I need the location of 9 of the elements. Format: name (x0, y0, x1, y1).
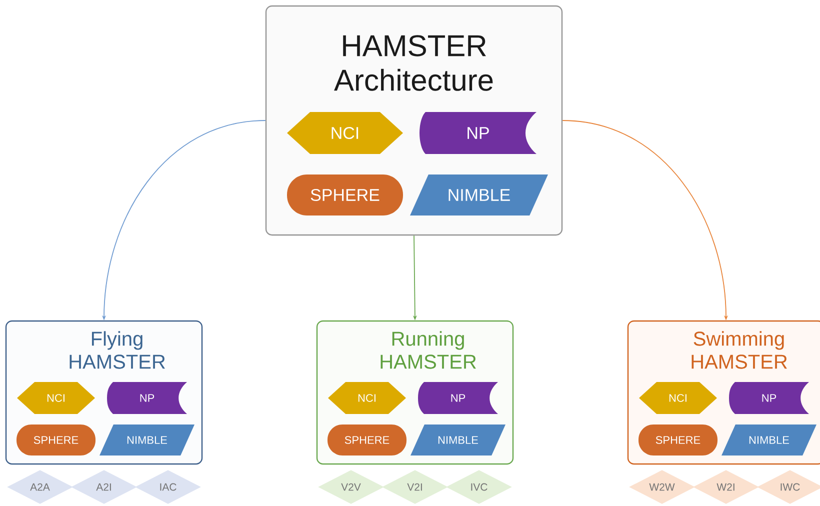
diamond-tag: W2I (693, 470, 759, 504)
diamond-tag: IVC (446, 470, 512, 504)
diamond-tag: A2I (71, 470, 137, 504)
diamond-tag: IAC (135, 470, 201, 504)
diamond-tag: W2W (629, 470, 695, 504)
diamond-tag: A2A (7, 470, 73, 504)
diamond-tag: IWC (757, 470, 820, 504)
diamond-tag: V2V (318, 470, 384, 504)
diamond-tag: V2I (382, 470, 448, 504)
